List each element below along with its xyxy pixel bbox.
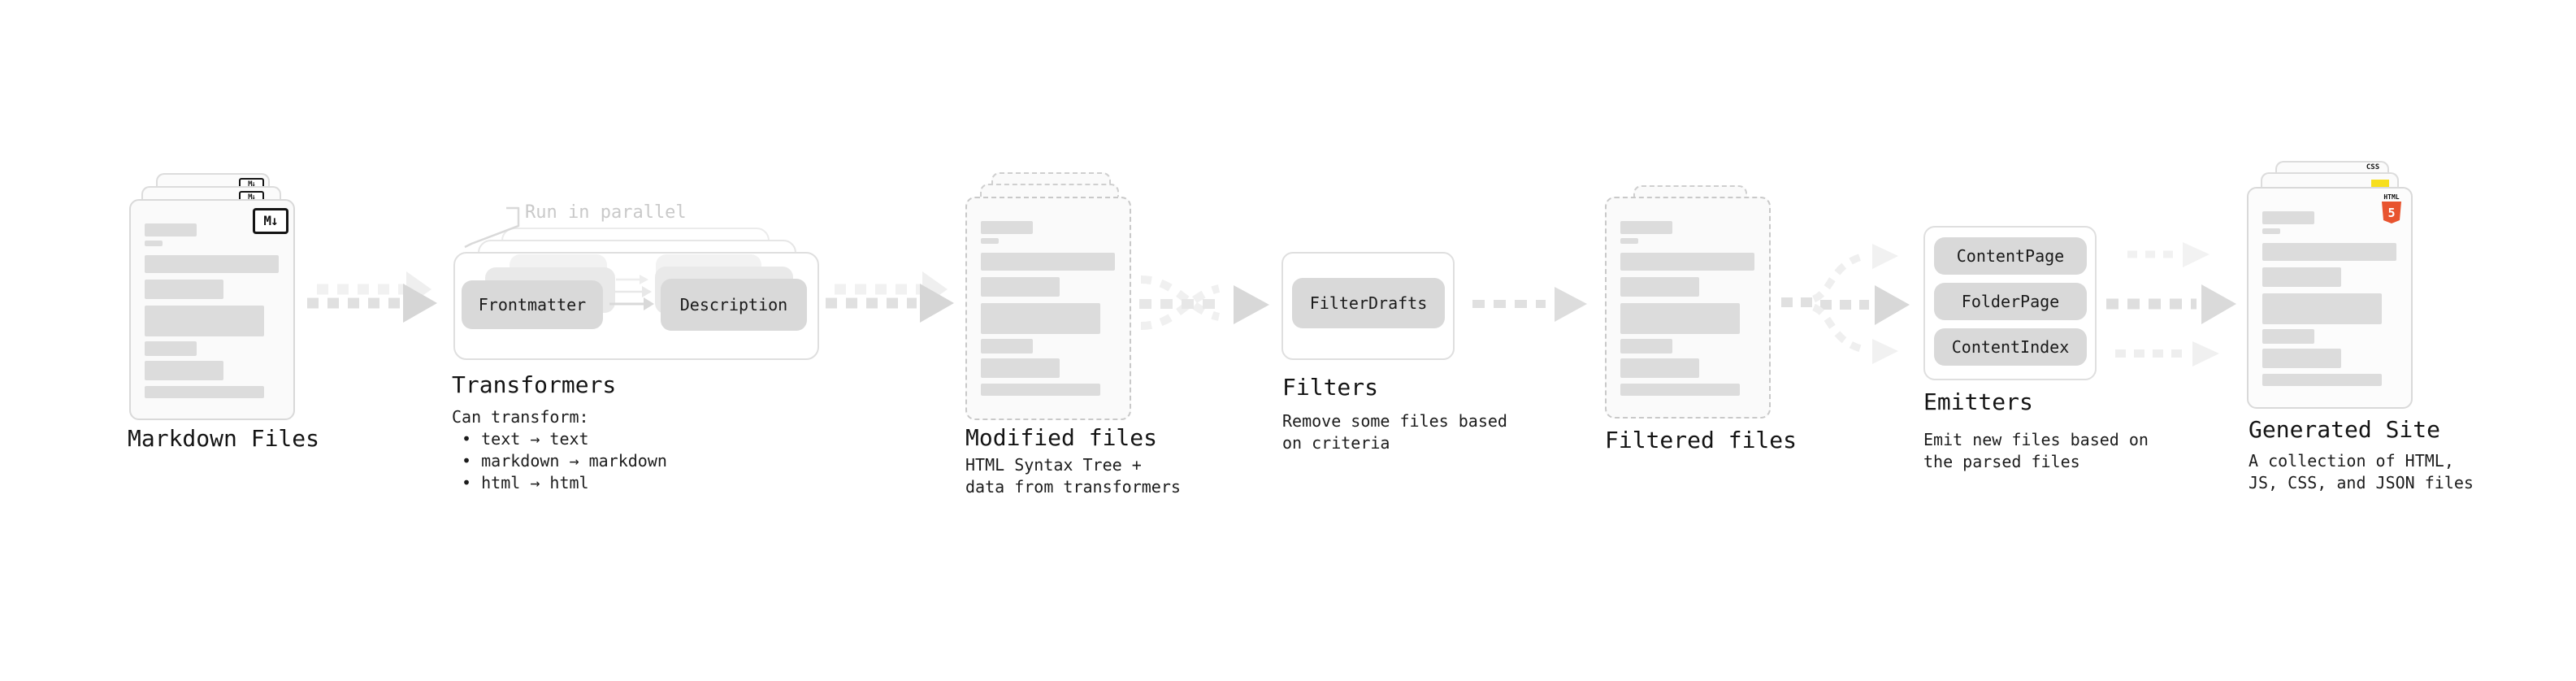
text-line-placeholder — [2262, 243, 2396, 261]
stage-label-markdown-files: Markdown Files — [128, 425, 320, 452]
flow-arrow-transformers-to-modified — [826, 271, 954, 323]
generated-file-card: HTML 5 — [2247, 187, 2413, 409]
run-in-parallel-note: Run in parallel — [525, 202, 687, 223]
description-line: HTML Syntax Tree + — [965, 455, 1142, 475]
description-line: • html → html — [452, 473, 589, 492]
description-line: Emit new files based on — [1923, 430, 2149, 449]
text-line-placeholder — [2262, 267, 2341, 287]
text-line-placeholder — [1620, 339, 1672, 354]
text-line-placeholder — [981, 221, 1033, 234]
css-badge-label: CSS — [2366, 163, 2380, 171]
stage-label-emitters: Emitters — [1923, 388, 2033, 415]
generated-description: A collection of HTML, JS, CSS, and JSON … — [2249, 450, 2474, 494]
description-pill: Description — [661, 279, 807, 331]
text-line-placeholder — [1620, 358, 1699, 378]
description-line: on criteria — [1282, 433, 1390, 453]
stage-label-transformers: Transformers — [452, 371, 617, 398]
text-line-placeholder — [2262, 211, 2314, 224]
text-line-placeholder — [1620, 277, 1699, 297]
flow-arrow-modified-to-filters-converge — [1139, 275, 1269, 330]
text-line-placeholder — [2262, 329, 2314, 344]
text-line-placeholder — [981, 253, 1115, 271]
filterdrafts-pill: FilterDrafts — [1292, 278, 1445, 328]
filtered-file-card — [1605, 197, 1771, 419]
flow-arrow-markdown-to-transformers — [307, 271, 437, 323]
text-line-placeholder — [2262, 293, 2382, 324]
folderpage-pill: FolderPage — [1934, 283, 2087, 320]
text-line-placeholder — [1620, 303, 1740, 334]
text-line-placeholder — [145, 306, 264, 336]
flow-arrow-emitters-to-generated — [2106, 242, 2236, 367]
text-line-placeholder — [145, 255, 279, 273]
description-line: A collection of HTML, — [2249, 451, 2454, 471]
flow-arrow-filters-to-filtered — [1472, 287, 1587, 322]
emitters-description: Emit new files based on the parsed files — [1923, 429, 2149, 473]
description-line: Remove some files based — [1282, 411, 1507, 431]
description-line: • text → text — [452, 429, 589, 449]
description-line: the parsed files — [1923, 452, 2080, 471]
stage-label-modified-files: Modified files — [965, 424, 1158, 451]
description-line: data from transformers — [965, 477, 1181, 497]
text-line-placeholder — [981, 358, 1060, 378]
html5-word: HTML — [2383, 193, 2399, 201]
stage-label-filters: Filters — [1282, 374, 1379, 401]
text-line-placeholder — [981, 303, 1100, 334]
stage-label-filtered-files: Filtered files — [1605, 427, 1798, 453]
text-line-placeholder — [981, 238, 999, 244]
transformers-description: Can transform: • text → text • markdown … — [452, 406, 667, 494]
frontmatter-pill: Frontmatter — [462, 280, 603, 329]
modified-description: HTML Syntax Tree + data from transformer… — [965, 454, 1181, 498]
modified-file-card — [965, 197, 1131, 420]
text-line-placeholder — [145, 341, 197, 356]
text-line-placeholder — [145, 223, 197, 236]
markdown-icon: M↓ — [253, 208, 288, 234]
contentpage-pill: ContentPage — [1934, 237, 2087, 275]
flow-arrow-filtered-to-emitters-fanout — [1781, 244, 1910, 364]
text-line-placeholder — [1620, 238, 1638, 244]
text-line-placeholder — [145, 361, 223, 380]
stage-label-generated-site: Generated Site — [2249, 416, 2441, 443]
html5-logo-icon: HTML 5 — [2382, 193, 2401, 223]
text-line-placeholder — [2262, 374, 2382, 386]
markdown-file-card: M↓ — [129, 199, 295, 420]
html5-shield — [2382, 202, 2401, 223]
filters-description: Remove some files based on criteria — [1282, 410, 1507, 454]
text-line-placeholder — [981, 277, 1060, 297]
text-line-placeholder — [2262, 228, 2280, 234]
text-line-placeholder — [145, 386, 264, 398]
text-line-placeholder — [981, 339, 1033, 354]
text-line-placeholder — [2262, 349, 2341, 368]
description-line: • markdown → markdown — [452, 451, 667, 471]
text-line-placeholder — [145, 241, 163, 246]
text-line-placeholder — [981, 384, 1100, 396]
description-line: JS, CSS, and JSON files — [2249, 473, 2474, 492]
contentindex-pill: ContentIndex — [1934, 328, 2087, 366]
description-line: Can transform: — [452, 407, 589, 427]
text-line-placeholder — [1620, 384, 1740, 396]
text-line-placeholder — [145, 280, 223, 299]
text-line-placeholder — [1620, 221, 1672, 234]
html5-number: 5 — [2387, 206, 2395, 220]
text-line-placeholder — [1620, 253, 1754, 271]
